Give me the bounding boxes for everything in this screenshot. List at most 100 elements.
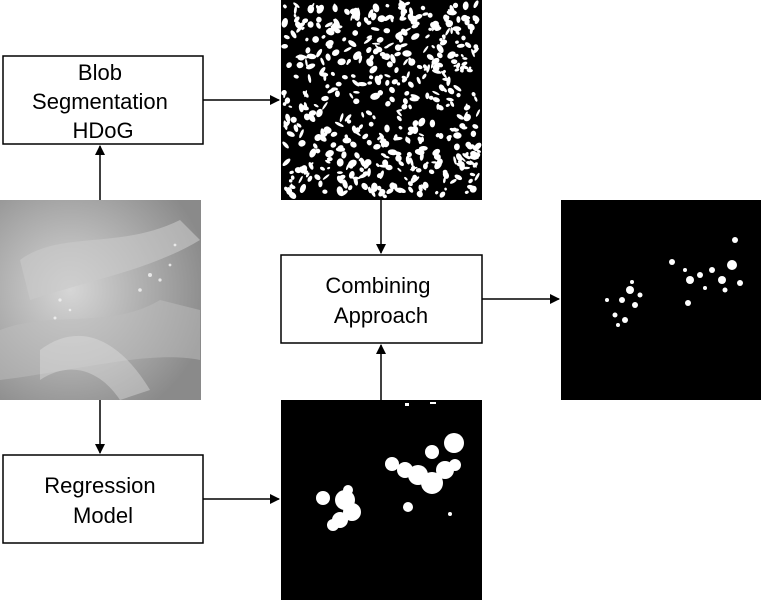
texture-speckle [463, 104, 471, 111]
texture-speckle [372, 3, 380, 13]
texture-speckle [462, 166, 471, 170]
texture-speckle [466, 184, 476, 190]
svg-text:Blob Segmentation: Blob Segmentation HDoG [32, 60, 174, 143]
texture-speckle [361, 182, 369, 190]
texture-speckle [286, 62, 292, 69]
texture-speckle [376, 37, 384, 43]
texture-speckle [474, 172, 480, 181]
texture-speckle [318, 180, 323, 188]
texture-speckle [390, 54, 396, 64]
texture-speckle [429, 119, 436, 128]
texture-speckle [366, 139, 372, 146]
texture-speckle [366, 35, 373, 39]
texture-speckle [302, 18, 309, 24]
texture-speckle [416, 190, 423, 198]
texture-speckle [372, 115, 376, 120]
texture-speckle [465, 161, 473, 165]
texture-speckle [335, 81, 342, 87]
texture-speckle [441, 87, 448, 93]
texture-speckle [350, 141, 357, 148]
texture-speckle [407, 81, 414, 88]
texture-speckle [401, 75, 408, 81]
texture-speckle [405, 137, 411, 143]
texture-speckle [290, 116, 297, 123]
texture-speckle [422, 181, 429, 189]
texture-speckle [399, 0, 406, 8]
texture-speckle [348, 185, 353, 191]
texture-speckle [370, 27, 380, 31]
texture-speckle [453, 143, 460, 151]
blob-label-line-2: Segmentation [32, 89, 168, 114]
texture-speckle [471, 91, 476, 97]
texture-speckle [447, 51, 456, 59]
texture-speckle [398, 43, 408, 48]
texture-speckle [468, 66, 472, 70]
texture-speckle [437, 104, 444, 111]
texture-speckle [418, 137, 423, 145]
texture-speckle [357, 173, 365, 180]
texture-speckle [425, 34, 430, 39]
texture-speckle [284, 97, 291, 104]
texture-speckle [286, 187, 293, 196]
texture-speckle [456, 114, 464, 120]
texture-speckle [299, 129, 304, 139]
texture-speckle [282, 141, 289, 149]
texture-speckle [305, 47, 311, 54]
texture-speckle [430, 22, 436, 28]
texture-speckle [422, 12, 429, 16]
texture-speckle [334, 121, 344, 127]
texture-speckle [453, 64, 458, 67]
texture-speckle [290, 30, 297, 39]
texture-speckle [343, 47, 352, 52]
texture-speckle [352, 30, 359, 36]
texture-speckle [444, 187, 447, 191]
texture-speckle [313, 143, 318, 149]
texture-speckle [281, 18, 288, 28]
texture-speckle [394, 67, 399, 74]
texture-speckle [341, 151, 347, 159]
texture-speckle [283, 4, 287, 9]
texture-speckle [342, 37, 347, 42]
texture-speckle [330, 131, 338, 137]
texture-speckle [367, 168, 371, 177]
texture-speckle [382, 159, 389, 167]
texture-speckle [471, 48, 475, 58]
texture-speckle [474, 142, 482, 150]
texture-speckle [369, 75, 374, 80]
texture-speckle [393, 183, 398, 189]
texture-speckle [475, 109, 481, 117]
texture-speckle [296, 61, 304, 69]
texture-speckle [290, 175, 295, 180]
texture-speckle [348, 171, 355, 179]
texture-speckle [422, 64, 428, 70]
texture-speckle [446, 97, 454, 102]
texture-speckle [456, 92, 461, 98]
texture-speckle [300, 105, 309, 111]
texture-speckle [393, 136, 403, 141]
texture-speckle [348, 159, 357, 168]
texture-speckle [368, 121, 374, 127]
texture-speckle [321, 95, 329, 102]
texture-speckle [293, 5, 297, 15]
texture-speckle [322, 101, 328, 110]
texture-speckle [423, 45, 429, 53]
texture-speckle [459, 66, 465, 71]
texture-speckle [455, 40, 459, 44]
texture-speckle [432, 97, 440, 103]
texture-speckle [446, 135, 452, 140]
texture-speckle [476, 149, 481, 153]
texture-speckle [453, 132, 462, 139]
texture-speckle [336, 158, 344, 167]
texture-speckle [316, 48, 323, 58]
texture-speckle [409, 157, 414, 167]
texture-speckle [377, 137, 381, 141]
texture-speckle [335, 146, 346, 152]
texture-speckle [325, 150, 334, 158]
svg-text:Regression Model: Regression Model [44, 473, 161, 528]
texture-speckle [305, 172, 310, 178]
texture-speckle [344, 8, 350, 15]
texture-speckle [288, 179, 293, 183]
regression-label-line-1: Regression [44, 473, 155, 498]
texture-speckle [298, 140, 306, 147]
